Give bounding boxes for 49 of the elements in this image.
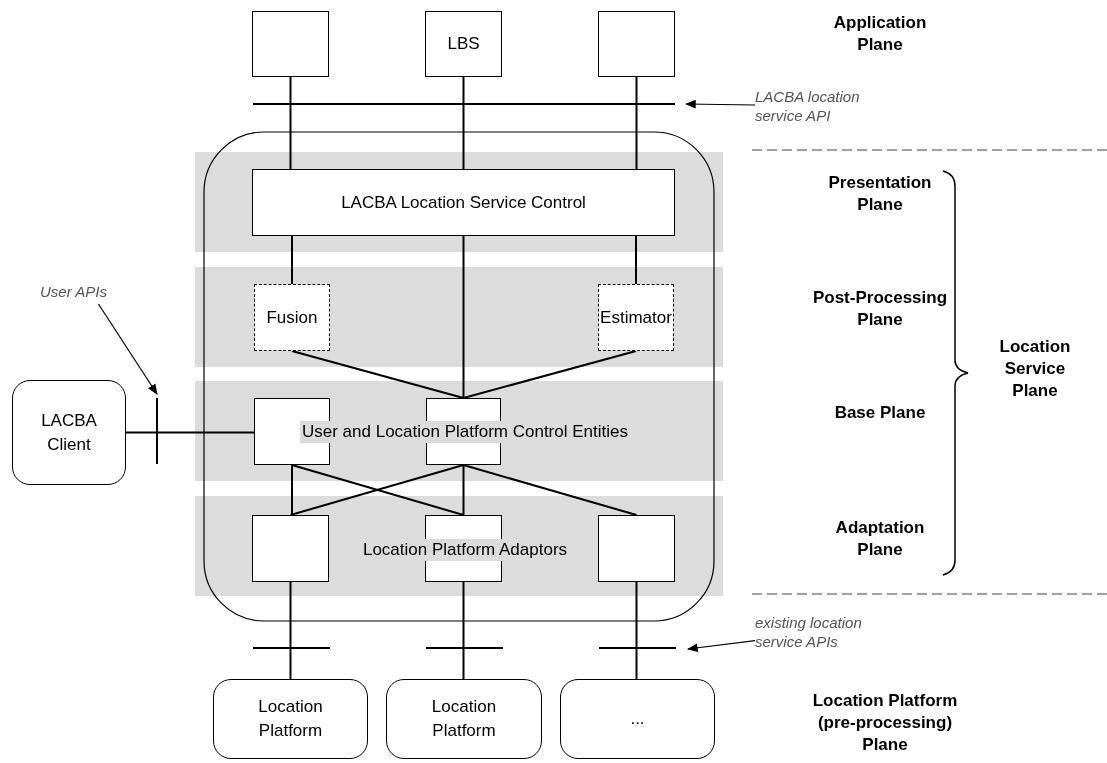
rounded-box bbox=[560, 679, 715, 759]
connector-line bbox=[291, 350, 465, 399]
rounded-box bbox=[12, 380, 126, 485]
plane-label: Base Plane bbox=[834, 402, 926, 424]
callout-text: existing location service APIs bbox=[755, 613, 863, 651]
plane-label: Application Plane bbox=[832, 12, 928, 56]
connector-line bbox=[462, 350, 637, 399]
node-label: LACBA Client bbox=[40, 409, 98, 456]
node-label: LACBA Location Service Control bbox=[341, 191, 586, 214]
connector-line bbox=[635, 76, 638, 170]
plane-label: Post-Processing Plane bbox=[811, 287, 949, 331]
rounded-box bbox=[213, 679, 368, 759]
plane-label: Location Service Plane bbox=[998, 336, 1072, 402]
node-label: Location Platform bbox=[430, 696, 498, 742]
layer-label: User and Location Platform Control Entities bbox=[300, 421, 630, 443]
connector-line bbox=[291, 235, 293, 285]
leader-arrow bbox=[686, 640, 756, 653]
connector-line bbox=[635, 581, 638, 680]
connector-line bbox=[125, 431, 255, 434]
plane-label: Presentation Plane bbox=[827, 172, 933, 216]
node-label: Fusion bbox=[266, 306, 318, 329]
connector-line bbox=[462, 235, 465, 399]
connector-line bbox=[635, 235, 637, 285]
dashed-component-box bbox=[598, 284, 674, 351]
connector-line bbox=[462, 76, 465, 170]
rounded-box bbox=[386, 679, 542, 759]
connector-line bbox=[289, 76, 292, 170]
connector-line bbox=[289, 581, 292, 680]
dashed-component-box bbox=[254, 284, 330, 351]
node-label: Location Platform bbox=[257, 696, 324, 742]
connector-line bbox=[462, 581, 465, 680]
node-label: Estimator bbox=[600, 306, 672, 329]
component-box bbox=[425, 11, 502, 77]
leader-arrow bbox=[684, 99, 756, 109]
node-label: LBS bbox=[447, 33, 480, 55]
connector-line bbox=[462, 464, 465, 516]
plane-label: Location Platform (pre-processing) Plane bbox=[811, 690, 959, 756]
callout-text: LACBA location service API bbox=[755, 87, 861, 125]
connector-line bbox=[462, 464, 638, 516]
component-box bbox=[252, 169, 675, 236]
empty-box bbox=[252, 515, 329, 582]
empty-box bbox=[598, 515, 675, 582]
leader-arrow bbox=[97, 303, 158, 395]
callout-text: User APIs bbox=[40, 281, 107, 301]
empty-box bbox=[598, 11, 675, 77]
empty-box bbox=[252, 11, 329, 77]
connector-line bbox=[291, 464, 293, 516]
plane-label: Adaptation Plane bbox=[834, 517, 926, 561]
node-label: ... bbox=[630, 708, 645, 730]
